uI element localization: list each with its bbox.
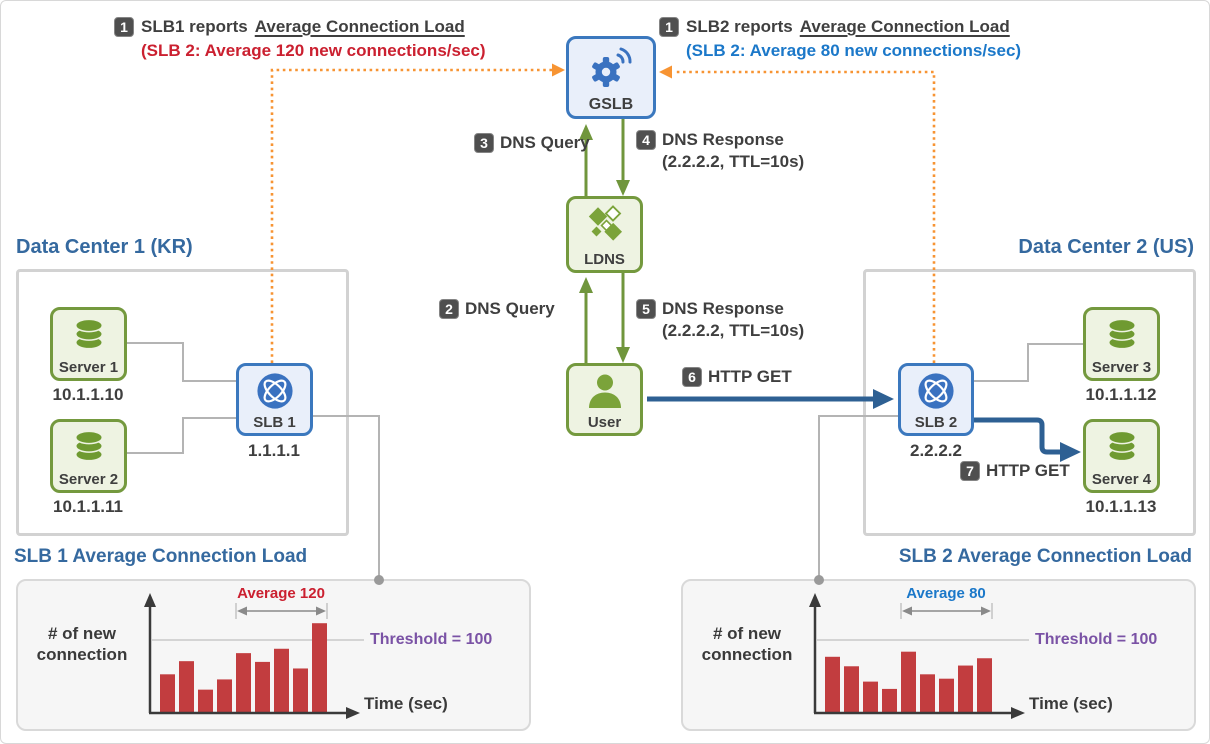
slb2-node: SLB 2 xyxy=(898,363,974,436)
y-axis-label: # of new connection xyxy=(701,624,793,665)
x-axis-label: Time (sec) xyxy=(364,694,448,713)
chart-axes xyxy=(144,593,360,719)
report-arrowhead-left xyxy=(552,63,565,77)
step3-dns-query: 3 DNS Query xyxy=(474,133,590,153)
report-right-subject: Average Connection Load xyxy=(799,17,1010,36)
step7-http-get: 7 HTTP GET xyxy=(960,461,1070,481)
database-icon xyxy=(1103,428,1141,464)
average-window-arrow xyxy=(900,603,993,619)
step2-label: DNS Query xyxy=(465,299,555,318)
x-axis-label: Time (sec) xyxy=(1029,694,1113,713)
step6-http-get: 6 HTTP GET xyxy=(682,367,792,387)
step-badge-1: 1 xyxy=(659,17,679,37)
report-right-detail: (SLB 2: Average 80 new connections/sec) xyxy=(686,41,1022,60)
step5-dns-response: 5 DNS Response xyxy=(636,299,784,319)
server1-node: Server 1 xyxy=(50,307,127,381)
bar-series xyxy=(825,651,992,713)
step-badge-6: 6 xyxy=(682,367,702,387)
ldns-node: LDNS xyxy=(566,196,643,273)
step7-label: HTTP GET xyxy=(986,461,1070,480)
chart-axes xyxy=(809,593,1025,719)
step5-detail: (2.2.2.2, TTL=10s) xyxy=(662,321,805,340)
datacenter1-title: Data Center 1 (KR) xyxy=(16,236,193,258)
average-label: Average 80 xyxy=(906,585,986,602)
average-label: Average 120 xyxy=(237,585,325,602)
server4-label: Server 4 xyxy=(1091,470,1152,488)
step5-label: DNS Response xyxy=(662,299,784,318)
server1-ip: 10.1.1.10 xyxy=(52,385,124,404)
report-arrowhead-right xyxy=(659,65,672,79)
slb1-label: SLB 1 xyxy=(253,413,296,431)
gslb-node: GSLB xyxy=(566,36,656,119)
server1-label: Server 1 xyxy=(58,358,119,376)
load-balancer-icon xyxy=(917,372,955,410)
datacenter2-title: Data Center 2 (US) xyxy=(1018,236,1194,258)
slb1-node: SLB 1 xyxy=(236,363,313,436)
bar-series xyxy=(160,623,327,713)
step-badge-7: 7 xyxy=(960,461,980,481)
step-badge-2: 2 xyxy=(439,299,459,319)
report-left-detail: (SLB 2: Average 120 new connections/sec) xyxy=(141,41,486,60)
report-left-actor: SLB1 reports xyxy=(141,17,248,36)
user-node: User xyxy=(566,363,643,436)
slb1-ip: 1.1.1.1 xyxy=(248,441,300,460)
slb2-label: SLB 2 xyxy=(914,413,958,431)
step4-label: DNS Response xyxy=(662,130,784,149)
database-icon xyxy=(1103,316,1141,352)
server2-node: Server 2 xyxy=(50,419,127,493)
threshold-label: Threshold = 100 xyxy=(1035,631,1158,648)
server4-ip: 10.1.1.13 xyxy=(1085,497,1157,516)
step6-label: HTTP GET xyxy=(708,367,792,386)
average-window-arrow xyxy=(235,603,328,619)
ldns-label: LDNS xyxy=(584,250,625,268)
server2-label: Server 2 xyxy=(58,470,119,488)
server4-node: Server 4 xyxy=(1083,419,1160,493)
signal-waves-icon xyxy=(616,47,632,64)
step-badge-4: 4 xyxy=(636,130,656,150)
slb1-load-chart: # of new connection Time (sec) Threshold… xyxy=(16,579,531,731)
slb2-load-chart: # of new connection Time (sec) Threshold… xyxy=(681,579,1196,731)
server3-node: Server 3 xyxy=(1083,307,1160,381)
step-badge-5: 5 xyxy=(636,299,656,319)
server2-ip: 10.1.1.11 xyxy=(53,497,123,516)
threshold-label: Threshold = 100 xyxy=(370,631,493,648)
gslb-label: GSLB xyxy=(588,96,634,114)
report-left-subject: Average Connection Load xyxy=(254,17,465,36)
step4-dns-response: 4 DNS Response xyxy=(636,130,784,150)
step3-label: DNS Query xyxy=(500,133,590,152)
database-icon xyxy=(70,428,108,464)
user-person-icon xyxy=(585,372,625,409)
user-label: User xyxy=(587,413,622,431)
database-icon xyxy=(70,316,108,352)
server3-label: Server 3 xyxy=(1091,358,1152,376)
step-badge-3: 3 xyxy=(474,133,494,153)
step2-dns-query: 2 DNS Query xyxy=(439,299,555,319)
report-right-title: 1 SLB2 reports Average Connection Load xyxy=(659,17,1010,37)
slb2-ip: 2.2.2.2 xyxy=(910,441,962,460)
load-balancer-icon xyxy=(256,372,294,410)
y-axis-label: # of new connection xyxy=(36,624,128,665)
step4-detail: (2.2.2.2, TTL=10s) xyxy=(662,152,805,171)
step-badge-1: 1 xyxy=(114,17,134,37)
report-left-title: 1 SLB1 reports Average Connection Load xyxy=(114,17,465,37)
server3-ip: 10.1.1.12 xyxy=(1085,385,1157,404)
slb1-chart-title: SLB 1 Average Connection Load xyxy=(14,546,308,567)
gslb-gear-icon xyxy=(585,45,637,91)
report-right-actor: SLB2 reports xyxy=(686,17,793,36)
slb2-chart-title: SLB 2 Average Connection Load xyxy=(898,546,1192,567)
ldns-diamonds-icon xyxy=(584,205,626,243)
